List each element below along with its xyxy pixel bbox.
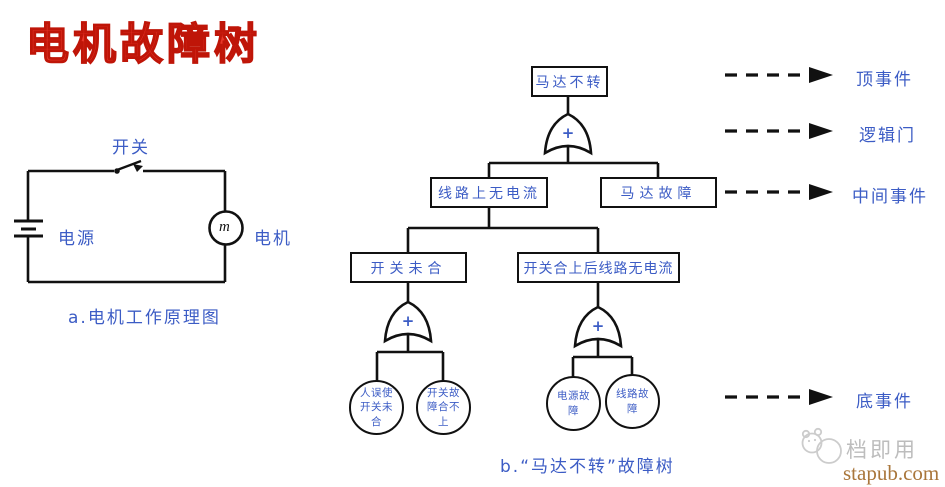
switch-icon — [114, 159, 143, 174]
or-gate-left — [383, 300, 433, 344]
fault-tree-caption: b.“马达不转”故障树 — [500, 457, 675, 477]
legend-label-intermediate-event: 中间事件 — [852, 187, 928, 207]
watermark-site: stapub.com — [843, 461, 940, 485]
circuit-caption: a.电机工作原理图 — [68, 308, 221, 328]
or-gate-top-symbol: + — [561, 124, 575, 142]
basic-event-circle-switch-fault: 开关故障合不上 — [416, 380, 471, 435]
motor-symbol: m — [219, 219, 230, 235]
battery-icon — [14, 219, 43, 238]
power-label: 电源 — [58, 229, 96, 249]
basic-event-circle-power-fault: 电源故障 — [546, 376, 601, 431]
fault-tree-connectors — [375, 97, 660, 381]
legend-label-logic-gate: 逻辑门 — [859, 126, 916, 146]
motor-icon — [208, 210, 244, 246]
intermediate-event-box-motor-fault: 马达故障 — [600, 177, 717, 208]
or-gate-right — [573, 305, 623, 349]
or-gate-left-symbol: + — [401, 312, 415, 330]
switch-label: 开关 — [112, 138, 150, 158]
basic-event-circle-line-fault: 线路故障 — [605, 374, 660, 429]
intermediate-event-box-no-current: 线路上无电流 — [430, 177, 548, 208]
watermark-logo-text: 档即用 — [846, 438, 918, 462]
or-gate-top — [543, 112, 593, 156]
intermediate-event-box-switch-open: 开关未合 — [350, 252, 467, 283]
legend-arrows — [725, 67, 833, 405]
circuit-wires — [26, 169, 227, 284]
legend-label-basic-event: 底事件 — [856, 392, 913, 412]
basic-event-circle-human-error: 人误使开关未合 — [349, 380, 404, 435]
top-event-box: 马达不转 — [531, 66, 608, 97]
page-title: 电机故障树 — [25, 19, 261, 71]
or-gate-right-symbol: + — [591, 317, 605, 335]
legend-label-top-event: 顶事件 — [856, 70, 913, 90]
intermediate-event-box-no-current-after-close: 开关合上后线路无电流 — [517, 252, 680, 283]
motor-label: 电机 — [254, 229, 292, 249]
panda-logo-icon — [801, 427, 842, 464]
